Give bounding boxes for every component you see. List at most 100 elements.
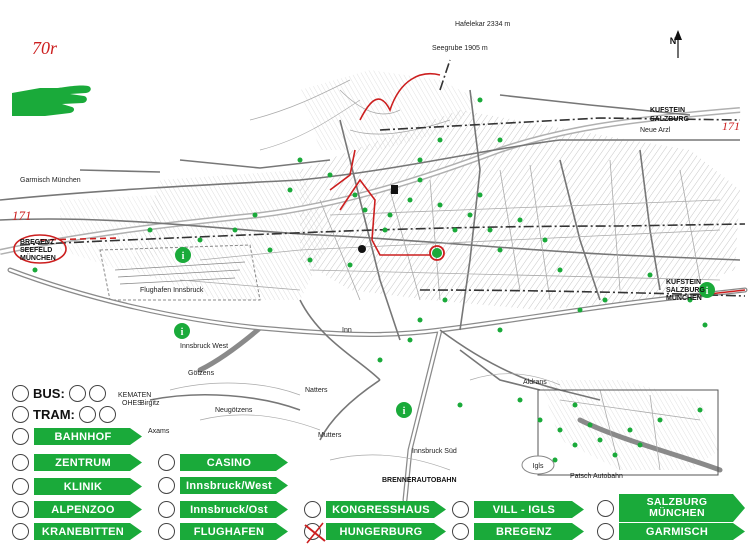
destination-garmisch[interactable]: GARMISCH: [597, 523, 745, 540]
casino-arrow-label[interactable]: CASINO: [180, 454, 288, 471]
kongresshaus-indicator[interactable]: [304, 501, 321, 518]
handwritten-note-right: 171: [722, 119, 740, 133]
innsbruck-ost-arrow-label[interactable]: Innsbruck/Ost: [180, 501, 288, 518]
main-roads: [0, 89, 741, 441]
bus-indicator-2[interactable]: [68, 385, 86, 402]
kufstein-top-label-2: SALZBURG: [650, 116, 689, 123]
vill-igls-indicator[interactable]: [452, 501, 469, 518]
destination-innsbruck-ost[interactable]: Innsbruck/Ost: [158, 501, 288, 518]
destination-bregenz[interactable]: BREGENZ: [452, 523, 584, 540]
north-arrow-icon: N: [670, 30, 682, 58]
bahnhof-arrow-label[interactable]: BAHNHOF: [34, 428, 142, 445]
zentrum-indicator[interactable]: [12, 454, 29, 471]
innsbruck-west-indicator[interactable]: [158, 477, 175, 494]
bus-indicator-3[interactable]: [88, 385, 106, 402]
tram-label: TRAM:: [33, 407, 75, 422]
west-urban-area: [130, 170, 330, 300]
motorway-inner: [8, 268, 747, 502]
vill-igls-arrow-label[interactable]: VILL - IGLS: [474, 501, 584, 518]
contour-lines: [169, 79, 561, 471]
airport-runways: [114, 261, 246, 285]
destination-vill-igls[interactable]: VILL - IGLS: [452, 501, 584, 518]
tram-indicator-1[interactable]: [12, 406, 29, 423]
seegrube-label: Seegrube 1905 m: [432, 45, 488, 52]
destination-zentrum[interactable]: ZENTRUM: [12, 454, 142, 471]
alpenzoo-indicator[interactable]: [12, 501, 29, 518]
svg-text:N: N: [670, 36, 677, 46]
hungerburg-arrow-label[interactable]: HUNGERBURG: [326, 523, 446, 540]
natters-label: Natters: [305, 387, 328, 394]
flughafen-map-label: Flughafen Innsbruck: [140, 287, 204, 294]
destination-flughafen[interactable]: FLUGHAFEN: [158, 523, 288, 540]
kufstein-right-label-1: KUFSTEIN: [666, 279, 701, 286]
center-marker: [358, 245, 366, 253]
tram-indicator-2[interactable]: [78, 406, 96, 423]
neugotzens-label: Neugötzens: [215, 407, 253, 414]
thaur-road-label: Neue Arzl: [640, 127, 671, 134]
destination-casino[interactable]: CASINO: [158, 454, 288, 471]
destination-kranebitten[interactable]: KRANEBITTEN: [12, 523, 142, 540]
salzburg-label: SALZBURG: [646, 496, 708, 508]
kranebitten-arrow-label[interactable]: KRANEBITTEN: [34, 523, 142, 540]
hafelekar-label: Hafelekar 2334 m: [455, 21, 510, 28]
flughafen-indicator[interactable]: [158, 523, 175, 540]
info-markers: i i i i: [174, 247, 715, 418]
tram-indicator-3[interactable]: [98, 406, 116, 423]
destination-innsbruck-west[interactable]: Innsbruck/West: [158, 477, 288, 494]
bregenz-map-label-2: SEEFELD: [20, 247, 52, 254]
mutters-label: Mutters: [318, 432, 342, 439]
birgitz-label: Birgitz: [140, 400, 160, 407]
kematen-label-1: KEMATEN: [118, 392, 151, 399]
innsbruck-west-label: Innsbruck West: [180, 343, 228, 350]
salzburg-munchen-arrow[interactable]: SALZBURG MÜNCHEN: [619, 494, 745, 522]
salzburg-munchen-indicator[interactable]: [597, 499, 614, 517]
bregenz-map-label-1: BREGENZ: [20, 239, 55, 246]
bregenz-arrow-label[interactable]: BREGENZ: [474, 523, 584, 540]
bus-indicator-1[interactable]: [12, 385, 29, 402]
tram-legend-row: TRAM:: [12, 406, 116, 423]
handwritten-note-top: 70r: [32, 38, 58, 58]
route-red-circle: [429, 245, 445, 261]
garmisch-road-label: Garmisch München: [20, 177, 81, 184]
igls-inset-frame: [537, 389, 719, 476]
klinik-indicator[interactable]: [12, 478, 29, 495]
destination-kongresshaus[interactable]: KONGRESSHAUS: [304, 501, 446, 518]
flughafen-arrow-label[interactable]: FLUGHAFEN: [180, 523, 288, 540]
garmisch-arrow-label[interactable]: GARMISCH: [619, 523, 745, 540]
munchen-label: MÜNCHEN: [649, 507, 705, 519]
zentrum-arrow-label[interactable]: ZENTRUM: [34, 454, 142, 471]
patsch-label: Patsch Autobahn: [570, 473, 623, 480]
kufstein-right-label-2: SALZBURG: [666, 287, 705, 294]
poi-dots: [32, 97, 708, 463]
railway-lines: [19, 59, 746, 297]
destination-alpenzoo[interactable]: ALPENZOO: [12, 501, 142, 518]
garmisch-indicator[interactable]: [597, 523, 614, 540]
bregenz-map-label-3: MÜNCHEN: [20, 253, 56, 262]
svg-text:i: i: [403, 406, 406, 417]
innsbruck-west-arrow-label[interactable]: Innsbruck/West: [180, 477, 288, 494]
station-marker: [391, 185, 398, 194]
kranebitten-indicator[interactable]: [12, 523, 29, 540]
destination-salzburg-munchen[interactable]: SALZBURG MÜNCHEN: [597, 494, 745, 522]
bus-legend-row: BUS:: [12, 385, 106, 402]
casino-indicator[interactable]: [158, 454, 175, 471]
city-center-area: [300, 110, 740, 310]
bahnhof-indicator[interactable]: [12, 428, 29, 445]
kufstein-top-label-1: KUFSTEIN: [650, 107, 685, 114]
destination-bahnhof[interactable]: BAHNHOF: [12, 428, 142, 445]
inn-river-inner: [0, 108, 741, 254]
pointing-hand-icon: [12, 85, 91, 116]
svg-text:i: i: [706, 286, 709, 297]
innsbruck-ost-indicator[interactable]: [158, 501, 175, 518]
alpenzoo-arrow-label[interactable]: ALPENZOO: [34, 501, 142, 518]
klinik-arrow-label[interactable]: KLINIK: [34, 478, 142, 495]
destination-hungerburg[interactable]: HUNGERBURG: [304, 522, 446, 544]
bregenz-indicator[interactable]: [452, 523, 469, 540]
bus-label: BUS:: [33, 386, 65, 401]
hungerburg-indicator-crossed[interactable]: [304, 522, 326, 544]
destination-klinik[interactable]: KLINIK: [12, 478, 142, 495]
axams-label: Axams: [148, 428, 170, 435]
aldrans-label: Aldrans: [523, 379, 547, 386]
kongresshaus-arrow-label[interactable]: KONGRESSHAUS: [326, 501, 446, 518]
